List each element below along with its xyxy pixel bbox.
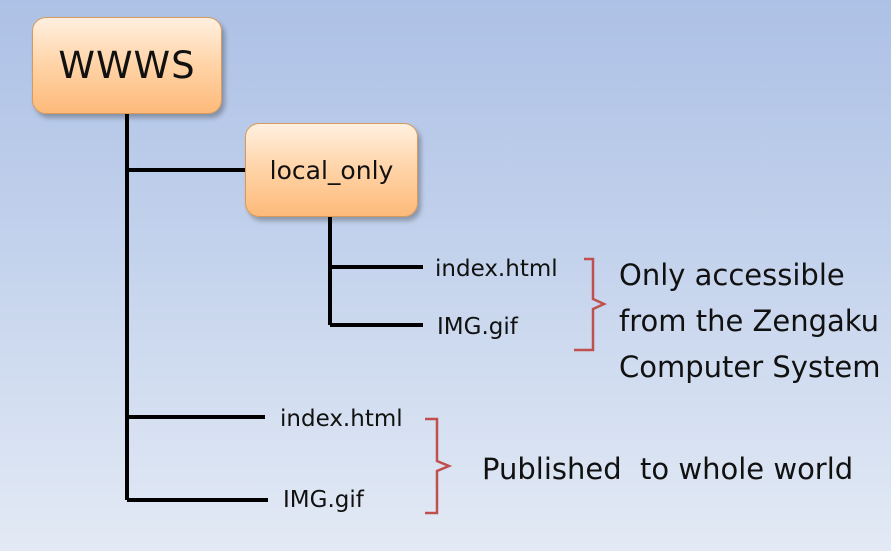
root-folder-node: WWWS xyxy=(32,17,222,114)
published-note: Published to whole world xyxy=(482,446,853,492)
local-only-folder-node: local_only xyxy=(245,123,418,217)
local-index-file-label: index.html xyxy=(435,256,558,282)
local-access-note: Only accessible from the Zengaku Compute… xyxy=(619,252,881,390)
root-index-file-label: index.html xyxy=(280,406,403,432)
local-note-line-1: Only accessible xyxy=(619,258,845,292)
local-img-file-label: IMG.gif xyxy=(437,314,518,340)
root-folder-label: WWWS xyxy=(58,44,196,87)
local-files-bracket xyxy=(574,257,608,352)
published-note-text: Published to whole world xyxy=(482,452,854,486)
local-only-folder-label: local_only xyxy=(269,155,394,185)
root-img-file-label: IMG.gif xyxy=(283,487,364,513)
root-files-bracket xyxy=(425,417,453,515)
local-note-line-2: from the Zengaku xyxy=(619,304,880,338)
local-note-line-3: Computer System xyxy=(619,350,881,384)
